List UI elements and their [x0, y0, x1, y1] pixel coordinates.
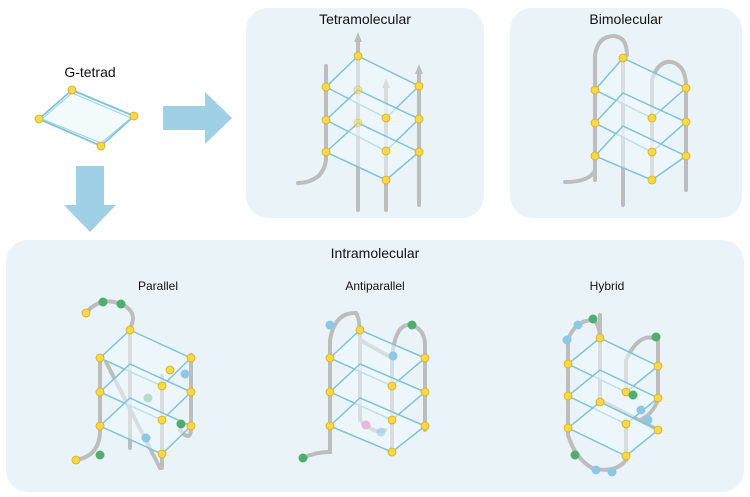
loop-nucleotide	[143, 393, 153, 403]
guanine-dot	[563, 423, 573, 433]
guanine-dot	[71, 455, 81, 465]
guanine-dot	[321, 115, 331, 125]
guanine-dot	[381, 113, 391, 123]
loop-nucleotide	[361, 420, 371, 430]
guanine-dot	[414, 147, 424, 157]
guanine-dot	[414, 81, 424, 91]
guanine-dot	[647, 113, 657, 123]
guanine-dot	[95, 421, 105, 431]
loop-nucleotide	[388, 351, 398, 361]
guanine-dot	[621, 451, 631, 461]
guanine-dot	[321, 147, 331, 157]
guanine-dot	[387, 381, 397, 391]
loop-nucleotide	[325, 320, 335, 330]
g-tetrad-label: G-tetrad	[64, 64, 116, 80]
guanine-dot	[157, 415, 167, 425]
guanine-dot	[647, 147, 657, 157]
guanine-dot	[165, 365, 175, 375]
down-arrow	[64, 166, 116, 232]
loop-nucleotide	[376, 427, 386, 437]
guanine-dot	[420, 421, 430, 431]
guanine-dot	[387, 415, 397, 425]
guanine-dot	[34, 114, 44, 124]
antiparallel-structure	[298, 310, 430, 463]
guanine-dot	[647, 175, 657, 185]
tetramolecular-label: Tetramolecular	[319, 11, 411, 27]
bimolecular-structure	[563, 33, 691, 207]
guanine-dot	[563, 391, 573, 401]
loop-nucleotide	[570, 450, 580, 460]
guanine-dot	[621, 419, 631, 429]
guanine-dot	[95, 353, 105, 363]
g-tetrad	[34, 85, 139, 151]
guanine-dot	[321, 82, 331, 92]
hybrid-label: Hybrid	[589, 279, 625, 293]
guanine-dot	[420, 353, 430, 363]
guanine-dot	[353, 51, 363, 61]
guanine-dot	[186, 421, 196, 431]
guanine-dot	[67, 85, 77, 95]
loop-nucleotide	[95, 450, 105, 460]
intramolecular-label: Intramolecular	[330, 245, 420, 261]
loop-nucleotide	[298, 453, 308, 463]
guanine-dot	[387, 447, 397, 457]
guanine-dot	[653, 361, 663, 371]
guanine-dot	[618, 53, 628, 63]
guanine-dot	[95, 387, 105, 397]
guanine-dot	[681, 151, 691, 161]
guanine-dot	[653, 393, 663, 403]
guanine-dot	[590, 85, 600, 95]
right-arrow	[163, 92, 232, 144]
guanine-dot	[595, 397, 605, 407]
antiparallel-label: Antiparallel	[345, 279, 405, 293]
guanine-dot	[653, 425, 663, 435]
guanine-dot	[96, 141, 106, 151]
guanine-dot	[81, 308, 91, 318]
parallel-structure	[71, 297, 196, 470]
hybrid-structure	[562, 313, 663, 477]
guanine-dot	[186, 387, 196, 397]
guanine-dot	[414, 114, 424, 124]
loop-nucleotide	[636, 405, 646, 415]
guanine-dot	[381, 175, 391, 185]
bimolecular-label: Bimolecular	[589, 11, 663, 27]
guanine-dot	[595, 333, 605, 343]
loop-nucleotide	[651, 332, 661, 342]
guanine-dot	[325, 353, 335, 363]
guanine-dot	[355, 325, 365, 335]
loop-nucleotide	[562, 335, 572, 345]
guanine-dot	[157, 449, 167, 459]
guanine-dot	[590, 151, 600, 161]
guanine-dot	[681, 117, 691, 127]
guanine-dot	[563, 359, 573, 369]
guanine-dot	[129, 111, 139, 121]
guanine-dot	[681, 83, 691, 93]
guanine-dot	[353, 85, 363, 95]
guanine-dot	[420, 387, 430, 397]
loop-nucleotide	[643, 415, 653, 425]
loop-nucleotide	[573, 320, 583, 330]
guanine-dot	[125, 325, 135, 335]
loop-nucleotide	[98, 297, 108, 307]
loop-nucleotide	[588, 314, 598, 324]
guanine-dot	[325, 421, 335, 431]
guanine-dot	[381, 146, 391, 156]
guanine-dot	[353, 118, 363, 128]
loop-nucleotide	[141, 433, 151, 443]
guanine-dot	[157, 381, 167, 391]
loop-nucleotide	[116, 299, 126, 309]
guanine-dot	[325, 387, 335, 397]
tetramolecular-structure	[296, 32, 424, 212]
loop-nucleotide	[607, 467, 617, 477]
parallel-label: Parallel	[137, 279, 179, 293]
loop-nucleotide	[591, 465, 601, 475]
guanine-dot	[186, 353, 196, 363]
loop-nucleotide	[180, 369, 190, 379]
loop-nucleotide	[628, 390, 638, 400]
loop-nucleotide	[407, 320, 417, 330]
loop-nucleotide	[176, 419, 186, 429]
guanine-dot	[590, 118, 600, 128]
